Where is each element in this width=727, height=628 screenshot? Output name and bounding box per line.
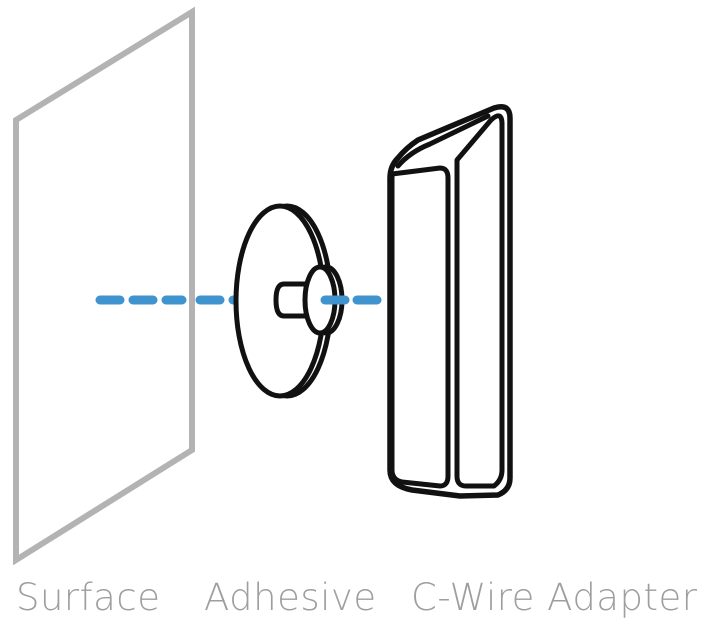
- surface-panel: [13, 6, 195, 566]
- adhesive-pad: [233, 203, 345, 399]
- surface-outline: [13, 6, 195, 566]
- adhesive-label: Adhesive: [204, 576, 377, 619]
- adapter-side-face: [454, 113, 505, 489]
- c-wire-adapter-label: C-Wire Adapter: [411, 576, 698, 619]
- surface-label: Surface: [16, 576, 161, 619]
- adapter-top-edge: [395, 113, 491, 169]
- c-wire-adapter: [387, 104, 513, 499]
- adapter-front-face: [389, 165, 451, 489]
